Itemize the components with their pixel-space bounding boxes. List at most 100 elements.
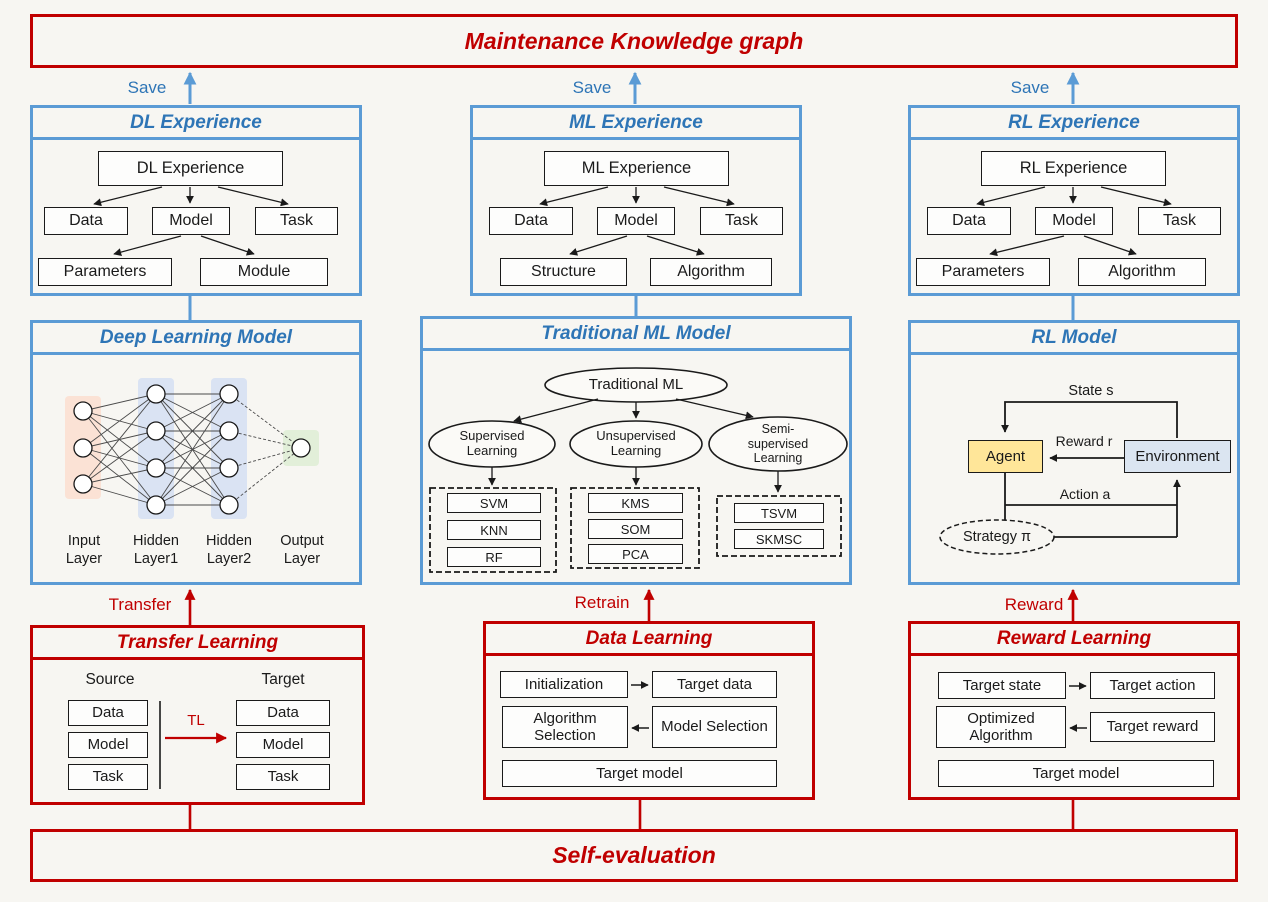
target-reward-box: Target reward <box>1090 712 1215 742</box>
transfer-learning-panel: Transfer Learning <box>30 625 365 805</box>
taxonomy-arrows <box>488 398 782 493</box>
ml-tree-data: Data <box>489 207 573 235</box>
target-state-box: Target state <box>938 672 1066 699</box>
alg-som: SOM <box>588 519 683 539</box>
transfer-learning-title: Transfer Learning <box>33 628 362 660</box>
unsupervised-label: Unsupervised Learning <box>596 428 676 458</box>
save-label-rl: Save <box>1010 78 1050 97</box>
strategy-label: Strategy π <box>962 528 1032 545</box>
deep-learning-model-panel: Deep Learning Model <box>30 320 362 585</box>
initialization-box: Initialization <box>500 671 628 698</box>
unsupervised-algorithms-box <box>570 487 700 569</box>
dl-tree-model: Model <box>152 207 230 235</box>
ml-tree-algorithm: Algorithm <box>650 258 772 286</box>
rl-tree-algorithm: Algorithm <box>1078 258 1206 286</box>
self-evaluation-banner: Self-evaluation <box>30 829 1238 882</box>
dl-tree-arrows <box>93 186 289 256</box>
input-layer-label: Input Layer <box>65 533 103 568</box>
rl-tree-arrows <box>976 186 1172 257</box>
dl-experience-panel: DL Experience <box>30 105 362 296</box>
top-banner-title: Maintenance Knowledge graph <box>464 27 804 54</box>
rl-experience-panel: RL Experience <box>908 105 1240 296</box>
hidden-layer1-band <box>138 378 174 519</box>
optimized-algorithm-box: Optimized Algorithm <box>936 706 1066 748</box>
save-label-ml: Save <box>572 78 612 97</box>
target-task-box: Task <box>236 764 330 790</box>
source-model-box: Model <box>68 732 148 758</box>
agent-box: Agent <box>968 440 1043 473</box>
strategy-ellipse <box>939 519 1055 555</box>
dl-tree-module: Module <box>200 258 328 286</box>
experience-model-links <box>188 295 1075 322</box>
hidden-layer1-label: Hidden Layer1 <box>133 533 179 568</box>
state-label: State s <box>1068 382 1114 399</box>
rl-tree-model: Model <box>1035 207 1113 235</box>
algorithm-group-boxes <box>429 487 842 573</box>
self-evaluation-links <box>188 799 1075 831</box>
dl-tree-data: Data <box>44 207 128 235</box>
rl-model-title: RL Model <box>911 323 1237 355</box>
deep-learning-model-title: Deep Learning Model <box>33 323 359 355</box>
ml-experience-panel: ML Experience <box>470 105 802 296</box>
alg-knn: KNN <box>447 520 541 540</box>
neural-network <box>65 378 319 519</box>
alg-kms: KMS <box>588 493 683 513</box>
nn-nodes <box>73 384 311 515</box>
ml-experience-title: ML Experience <box>473 108 799 140</box>
target-data-box: Data <box>236 700 330 726</box>
dl-experience-title: DL Experience <box>33 108 359 140</box>
alg-svm: SVM <box>447 493 541 513</box>
ml-tree-root: ML Experience <box>544 151 729 186</box>
retrain-label: Retrain <box>574 593 630 612</box>
algorithm-selection-box: Algorithm Selection <box>502 706 628 748</box>
semi-supervised-label: Semi-supervised Learning <box>747 422 809 466</box>
model-selection-box: Model Selection <box>652 706 777 748</box>
ml-tree-task: Task <box>700 207 783 235</box>
rl-tree-data: Data <box>927 207 1011 235</box>
state-arrow <box>1001 401 1178 438</box>
target-data-box-ml: Target data <box>652 671 777 698</box>
reward-learning-arrows <box>1069 682 1087 732</box>
alg-skmsc: SKMSC <box>734 529 824 549</box>
reward-label: Reward <box>1004 595 1064 614</box>
bottom-banner-title: Self-evaluation <box>552 842 716 868</box>
save-arrows <box>183 71 1080 104</box>
rl-experience-title: RL Experience <box>911 108 1237 140</box>
source-data-box: Data <box>68 700 148 726</box>
alg-rf: RF <box>447 547 541 567</box>
transfer-learning-graphics <box>159 701 228 789</box>
transfer-label: Transfer <box>108 595 172 614</box>
target-action-box: Target action <box>1090 672 1215 699</box>
rl-model-panel: RL Model <box>908 320 1240 585</box>
target-model-box: Model <box>236 732 330 758</box>
traditional-ml-label: Traditional ML <box>588 376 684 394</box>
ml-taxonomy <box>428 367 848 573</box>
semi-supervised-algorithms-box <box>716 495 842 557</box>
supervised-label: Supervised Learning <box>459 428 525 458</box>
data-learning-title: Data Learning <box>486 624 812 656</box>
hidden-layer2-label: Hidden Layer2 <box>206 533 252 568</box>
rl-tree-parameters: Parameters <box>916 258 1050 286</box>
flow-arrows <box>184 588 1079 625</box>
save-label-dl: Save <box>127 78 167 97</box>
data-learning-arrows <box>631 681 649 732</box>
ml-tree-model: Model <box>597 207 675 235</box>
traditional-ml-model-panel: Traditional ML Model <box>420 316 852 585</box>
rl-tree-root: RL Experience <box>981 151 1166 186</box>
alg-tsvm: TSVM <box>734 503 824 523</box>
tl-label: TL <box>187 712 205 729</box>
target-label: Target <box>261 671 305 688</box>
data-learning-panel: Data Learning <box>483 621 815 800</box>
nn-output-edges <box>228 393 302 506</box>
ml-tree-arrows <box>539 186 735 256</box>
source-label: Source <box>85 671 135 688</box>
hidden-layer2-band <box>211 378 247 519</box>
reward-learning-panel: Reward Learning <box>908 621 1240 800</box>
reward-learning-title: Reward Learning <box>911 624 1237 656</box>
ml-tree-structure: Structure <box>500 258 627 286</box>
dl-tree-task: Task <box>255 207 338 235</box>
alg-pca: PCA <box>588 544 683 564</box>
dl-tree-parameters: Parameters <box>38 258 172 286</box>
dl-tree-root: DL Experience <box>98 151 283 186</box>
